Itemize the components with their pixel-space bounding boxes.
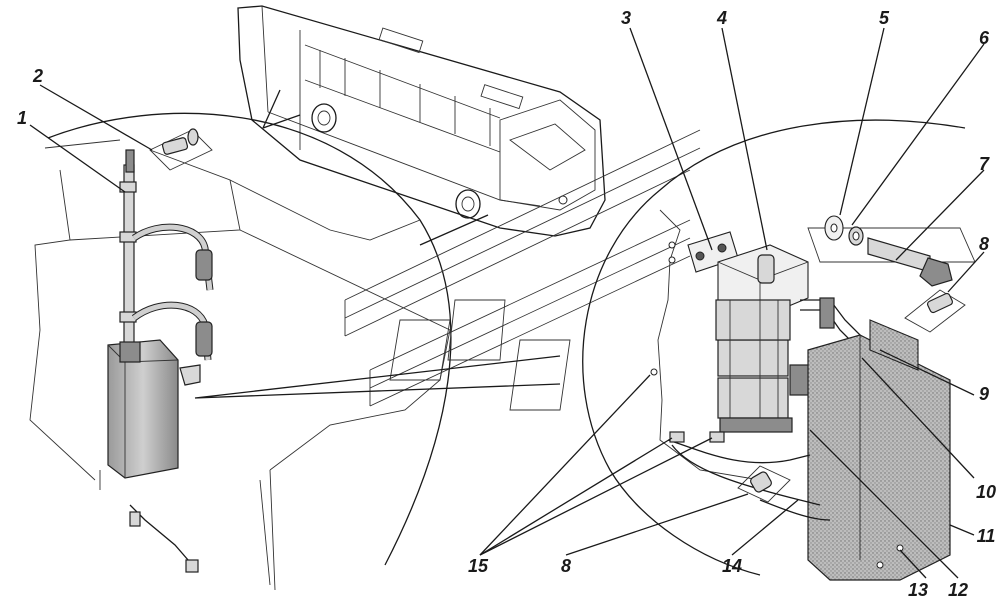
callout-1: 1: [17, 108, 27, 128]
exploded-parts: [149, 128, 976, 521]
callout-15: 15: [468, 556, 489, 576]
callout-3: 3: [621, 8, 631, 28]
callout-14: 14: [722, 556, 742, 576]
callout-7: 7: [979, 154, 990, 174]
callout-11: 11: [977, 526, 996, 546]
callout-4: 4: [716, 8, 727, 28]
leader-lines: [29, 27, 985, 579]
callout-12: 12: [948, 580, 968, 600]
callout-8-upper: 8: [979, 234, 989, 254]
callout-13: 13: [908, 580, 928, 600]
callout-2: 2: [32, 66, 43, 86]
bus-illustration: [237, 5, 606, 237]
callout-10: 10: [976, 482, 996, 502]
callout-labels: 1 2 3 4 5 6 7 8 9 10 11 12 13 14 15 8: [17, 8, 996, 600]
callout-8-lower: 8: [561, 556, 571, 576]
callout-6: 6: [979, 28, 990, 48]
left-detail-view: [29, 112, 452, 591]
right-detail-view: [582, 119, 966, 581]
bus-leader-lines: [262, 89, 489, 246]
callout-9: 9: [979, 384, 989, 404]
connector-ribbon: [194, 129, 701, 411]
callout-5: 5: [879, 8, 890, 28]
